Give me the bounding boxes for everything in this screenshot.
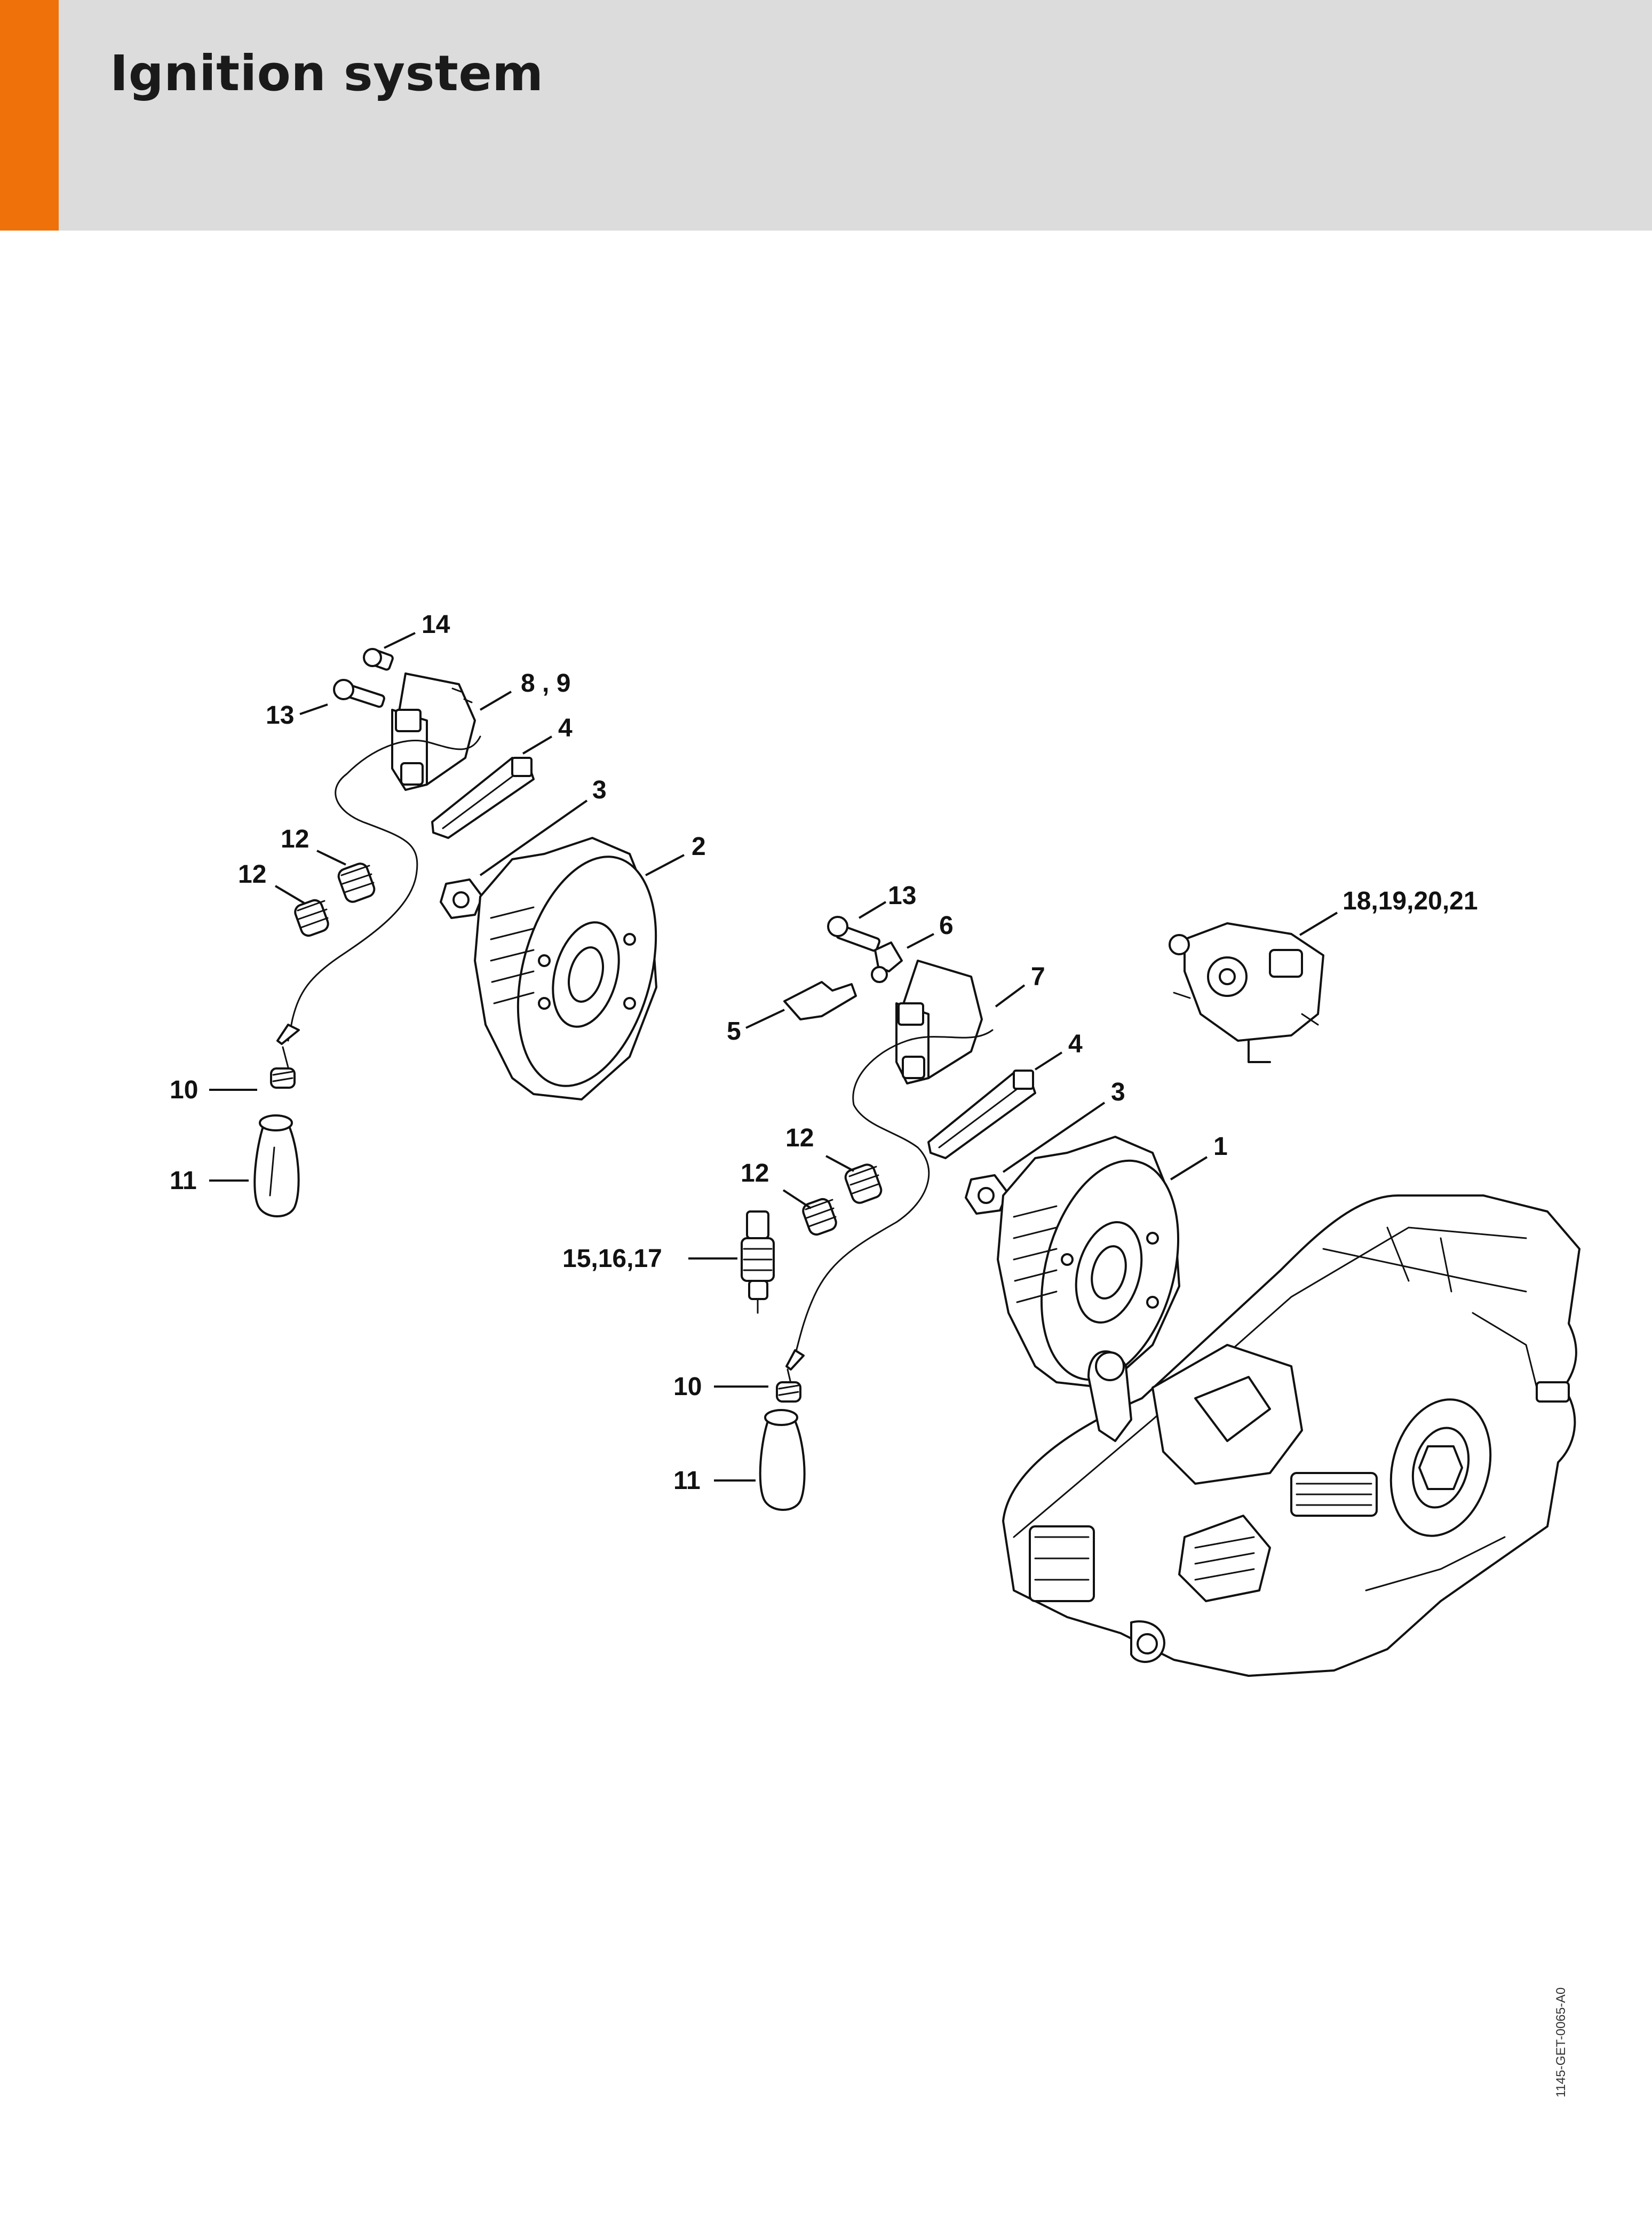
lead-sleeve-left [276,1024,300,1045]
callout-5: 5 [727,1017,741,1046]
header-accent-stripe [0,0,59,231]
screw-14 [363,648,394,671]
leader-lines [209,632,1338,1482]
coil-spring-12-a [337,862,376,903]
callout-4-left: 4 [558,714,573,742]
callout-14: 14 [422,611,450,639]
callout-13-mid: 13 [888,882,916,910]
spring-clip-5 [783,981,857,1020]
guide-rail-4-left [431,757,535,839]
ignition-module-left [391,672,476,791]
screw-13-left [333,679,385,708]
flywheel-2 [474,837,657,1100]
callout-12-d: 12 [741,1159,769,1187]
callout-6: 6 [939,912,954,940]
callout-10-left: 10 [170,1076,198,1104]
contact-spring-10-left [270,1046,296,1089]
callout-8-9: 8 , 9 [521,669,570,698]
callout-4-mid: 4 [1068,1030,1083,1058]
ignition-lead-left [287,735,481,1042]
callout-2: 2 [692,833,706,861]
callout-12-b: 12 [238,860,266,889]
spark-plug-boot-11-mid [759,1409,806,1511]
hex-nut-3-left [440,878,483,919]
callout-10-mid: 10 [673,1373,702,1401]
short-circuit-wire-6 [871,941,903,983]
ignition-module-7 [895,960,983,1084]
carburetor-18-21 [1169,922,1324,1063]
screw-13-mid [827,916,881,952]
callout-13-left: 13 [266,701,294,730]
coil-spring-12-d [802,1198,837,1236]
flywheel-1 [997,1136,1180,1389]
coil-spring-12-b [294,899,329,937]
callout-7: 7 [1031,963,1045,991]
header-bar [0,0,1652,231]
callout-3-left: 3 [592,776,607,804]
document-code: 1145-GET-0065-A0 [1554,1987,1568,2097]
callout-18-19-20-21: 18,19,20,21 [1343,887,1478,915]
spark-plug-15-16-17 [741,1210,775,1314]
callout-3-mid: 3 [1111,1078,1125,1106]
page-title: Ignition system [110,45,544,102]
spark-plug-boot-11-left [253,1114,300,1217]
callout-1: 1 [1213,1133,1228,1161]
callout-11-mid: 11 [673,1467,701,1495]
lead-sleeve-mid [785,1349,805,1371]
guide-rail-4-mid [927,1070,1036,1159]
callout-12-c: 12 [785,1124,814,1152]
callout-15-16-17: 15,16,17 [562,1245,662,1273]
contact-spring-10-mid [776,1368,801,1403]
callout-12-a: 12 [281,825,309,853]
ignition-lead-mid [794,1029,994,1357]
callout-11-left: 11 [170,1167,197,1195]
coil-spring-12-c [844,1163,883,1204]
hex-nut-3-mid [965,1174,1008,1215]
engine-housing [1002,1194,1580,1677]
